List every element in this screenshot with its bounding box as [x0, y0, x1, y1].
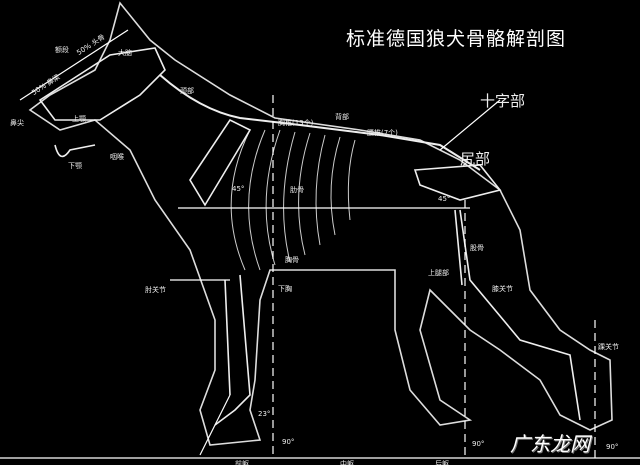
label-sternum: 胸骨: [285, 256, 299, 264]
label-angle-90b: 90°: [472, 440, 485, 448]
dog-outline: [28, 1, 613, 446]
label-upper-jaw: 上颚: [72, 115, 86, 123]
tongue: [54, 144, 96, 158]
label-hock: 踝关节: [598, 343, 619, 351]
label-angle-45a: 45°: [232, 185, 245, 193]
label-femur: 股骨: [470, 244, 484, 252]
label-upper-thigh: 上腿部: [428, 269, 449, 277]
label-nose-tip: 鼻尖: [10, 119, 24, 127]
label-stifle: 膝关节: [492, 285, 513, 293]
label-midsection: 中躯: [340, 460, 354, 465]
label-angle-90a: 90°: [282, 438, 295, 446]
label-stop: 额段: [55, 46, 69, 54]
label-lower-chest: 下胸: [278, 285, 292, 293]
scapula: [189, 118, 252, 207]
label-forequarter: 前躯: [235, 460, 249, 465]
label-angle-90c: 90°: [606, 443, 619, 451]
label-elbow: 肘关节: [145, 286, 166, 294]
label-brain: 大脑: [118, 49, 132, 57]
label-back: 背部: [335, 113, 349, 121]
skull: [38, 47, 166, 121]
label-cross: 十字部: [480, 92, 526, 110]
spine: [159, 74, 481, 171]
label-lower-jaw: 下颚: [68, 162, 82, 170]
label-throat: 咽喉: [110, 153, 124, 161]
label-thoracic: 胸椎(13个): [278, 119, 314, 127]
foreleg: [214, 274, 251, 426]
diagram-title: 标准德国狼犬骨骼解剖图: [346, 28, 567, 50]
label-ribs: 肋骨: [290, 186, 304, 194]
guide-lines: [0, 29, 640, 459]
ribcage: [230, 129, 356, 271]
label-angle-23: 23°: [258, 410, 271, 418]
pelvis: [413, 164, 502, 201]
hind-leg: [454, 209, 581, 421]
watermark: 广东龙网: [510, 432, 590, 456]
label-hindquarter: 后躯: [435, 460, 449, 465]
label-neck: 颈部: [180, 87, 194, 95]
label-lumbar: 腰椎(7个): [367, 129, 398, 137]
label-angle-45b: 45°: [438, 195, 451, 203]
label-croup: 尻部: [460, 150, 491, 168]
